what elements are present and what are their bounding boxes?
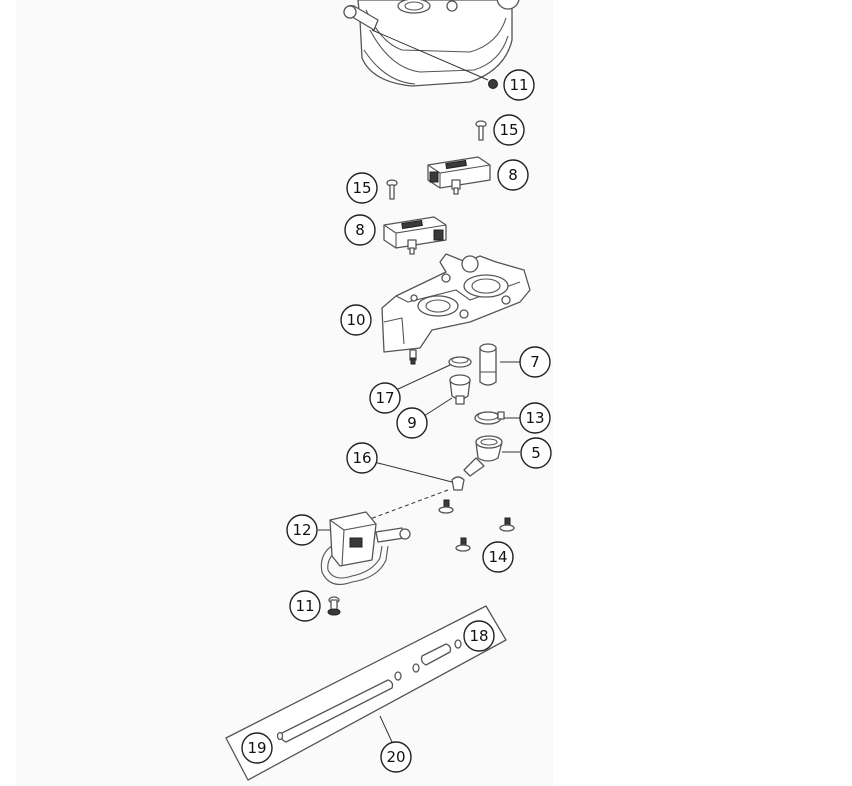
hose-kit-box-20 [225, 605, 507, 781]
leader-9 [423, 397, 453, 417]
svg-text:11: 11 [509, 76, 528, 94]
part-9 [449, 374, 471, 405]
leader-17 [395, 364, 451, 391]
svg-text:19: 19 [247, 739, 266, 757]
svg-text:15: 15 [499, 121, 518, 139]
callout-9: 9 [396, 407, 428, 439]
svg-text:7: 7 [530, 353, 540, 371]
callout-13: 13 [519, 402, 551, 434]
callout-15a: 15 [493, 114, 525, 146]
sensor-8b [383, 216, 447, 255]
bolt-11b [327, 596, 341, 616]
callout-20: 20 [380, 741, 412, 773]
fitting-5 [463, 435, 503, 477]
filter-7 [479, 343, 497, 386]
callout-18: 18 [463, 620, 495, 652]
svg-text:14: 14 [488, 548, 507, 566]
svg-text:13: 13 [525, 409, 544, 427]
callout-15b: 15 [346, 172, 378, 204]
svg-text:11: 11 [295, 597, 314, 615]
valve-12 [320, 511, 411, 585]
clamp-17 [448, 356, 472, 368]
top-housing [343, 0, 520, 87]
leader-16 [373, 461, 453, 483]
screws-14 [438, 499, 515, 552]
svg-text:9: 9 [407, 414, 417, 432]
callout-14: 14 [482, 541, 514, 573]
callout-11b: 11 [289, 590, 321, 622]
svg-text:12: 12 [292, 521, 311, 539]
dashed-hose-line [361, 489, 449, 523]
svg-text:10: 10 [346, 311, 365, 329]
callout-19: 19 [241, 732, 273, 764]
svg-text:18: 18 [469, 627, 488, 645]
callout-7: 7 [519, 346, 551, 378]
clip-16 [451, 476, 465, 491]
screw-15a [475, 120, 487, 141]
sensor-8a [427, 156, 491, 195]
svg-text:17: 17 [375, 389, 394, 407]
callout-8b: 8 [344, 214, 376, 246]
callout-11a: 11 [503, 69, 535, 101]
svg-text:16: 16 [352, 449, 371, 467]
callout-8a: 8 [497, 159, 529, 191]
bracket-10 [381, 253, 531, 365]
svg-text:20: 20 [386, 748, 405, 766]
leader-20 [379, 715, 393, 743]
clamp-13 [474, 411, 505, 425]
leader-11a [371, 29, 489, 81]
callout-5: 5 [520, 437, 552, 469]
bolt-11a [488, 79, 498, 89]
svg-text:8: 8 [355, 221, 365, 239]
callout-12: 12 [286, 514, 318, 546]
svg-text:8: 8 [508, 166, 518, 184]
screw-15b [386, 179, 398, 200]
callout-16: 16 [346, 442, 378, 474]
svg-text:15: 15 [352, 179, 371, 197]
svg-text:5: 5 [531, 444, 541, 462]
callout-17: 17 [369, 382, 401, 414]
callout-10: 10 [340, 304, 372, 336]
